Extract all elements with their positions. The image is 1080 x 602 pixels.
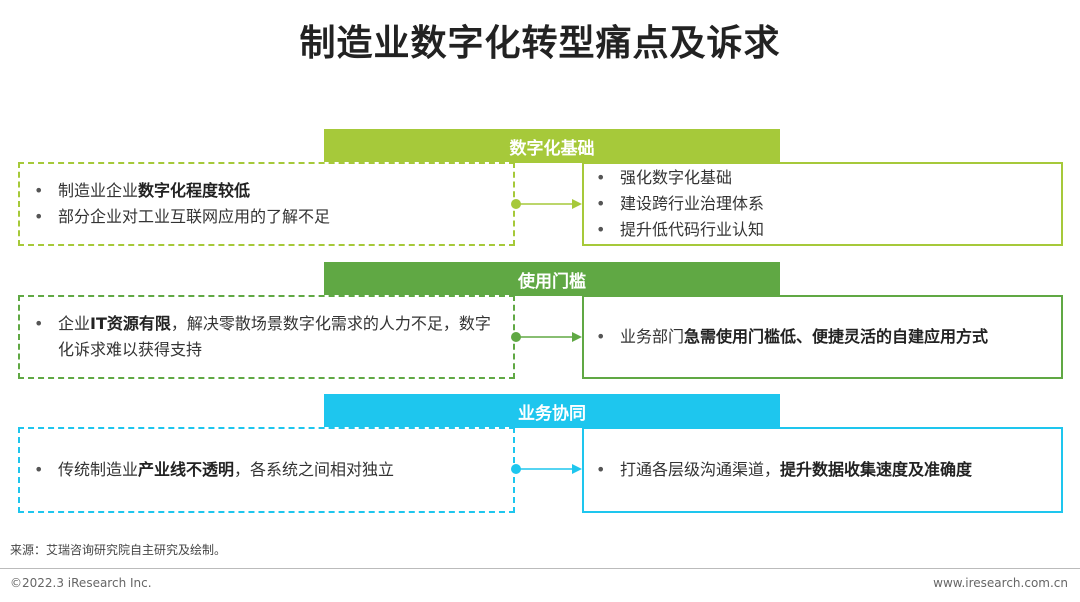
bullet-icon: • <box>596 194 606 213</box>
pain-box-digital-foundation: •制造业企业数字化程度较低 •部分企业对工业互联网应用的了解不足 <box>18 162 515 246</box>
pain-box-business-collaboration: •传统制造业产业线不透明，各系统之间相对独立 <box>18 427 515 513</box>
bullet-icon: • <box>34 460 44 479</box>
bullet-icon: • <box>34 181 44 200</box>
bullet-icon: • <box>596 327 606 346</box>
pain-item: •制造业企业数字化程度较低 <box>20 178 513 204</box>
arrow-connector-icon <box>511 199 582 209</box>
arrow-connector-icon <box>511 464 582 474</box>
pain-box-usage-threshold: •企业IT资源有限，解决零散场景数字化需求的人力不足，数字化诉求难以获得支持 <box>18 295 515 379</box>
demand-item: •业务部门急需使用门槛低、便捷灵活的自建应用方式 <box>584 324 1061 350</box>
demand-item: •建设跨行业治理体系 <box>584 191 1061 217</box>
pain-item: •企业IT资源有限，解决零散场景数字化需求的人力不足，数字化诉求难以获得支持 <box>20 311 513 363</box>
source-note: 来源：艾瑞咨询研究院自主研究及绘制。 <box>10 543 227 557</box>
page-title: 制造业数字化转型痛点及诉求 <box>299 23 781 64</box>
section-header-digital-foundation: 数字化基础 <box>324 129 780 163</box>
section-header-usage-threshold: 使用门槛 <box>324 262 780 296</box>
demand-item: •强化数字化基础 <box>584 165 1061 191</box>
bullet-icon: • <box>596 168 606 187</box>
demand-item: •打通各层级沟通渠道，提升数据收集速度及准确度 <box>584 457 1061 483</box>
section-header-business-collaboration: 业务协同 <box>324 394 780 428</box>
copyright: ©2022.3 iResearch Inc. <box>10 576 152 590</box>
pain-item: •部分企业对工业互联网应用的了解不足 <box>20 204 513 230</box>
demand-box-digital-foundation: •强化数字化基础 •建设跨行业治理体系 •提升低代码行业认知 <box>582 162 1063 246</box>
pain-item: •传统制造业产业线不透明，各系统之间相对独立 <box>20 457 513 483</box>
footer-divider <box>0 568 1080 569</box>
bullet-icon: • <box>596 460 606 479</box>
website-link[interactable]: www.iresearch.com.cn <box>933 576 1068 590</box>
demand-box-usage-threshold: •业务部门急需使用门槛低、便捷灵活的自建应用方式 <box>582 295 1063 379</box>
arrow-connector-icon <box>511 332 582 342</box>
bullet-icon: • <box>596 220 606 239</box>
demand-box-business-collaboration: •打通各层级沟通渠道，提升数据收集速度及准确度 <box>582 427 1063 513</box>
bullet-icon: • <box>34 207 44 226</box>
bullet-icon: • <box>34 314 44 333</box>
demand-item: •提升低代码行业认知 <box>584 217 1061 243</box>
